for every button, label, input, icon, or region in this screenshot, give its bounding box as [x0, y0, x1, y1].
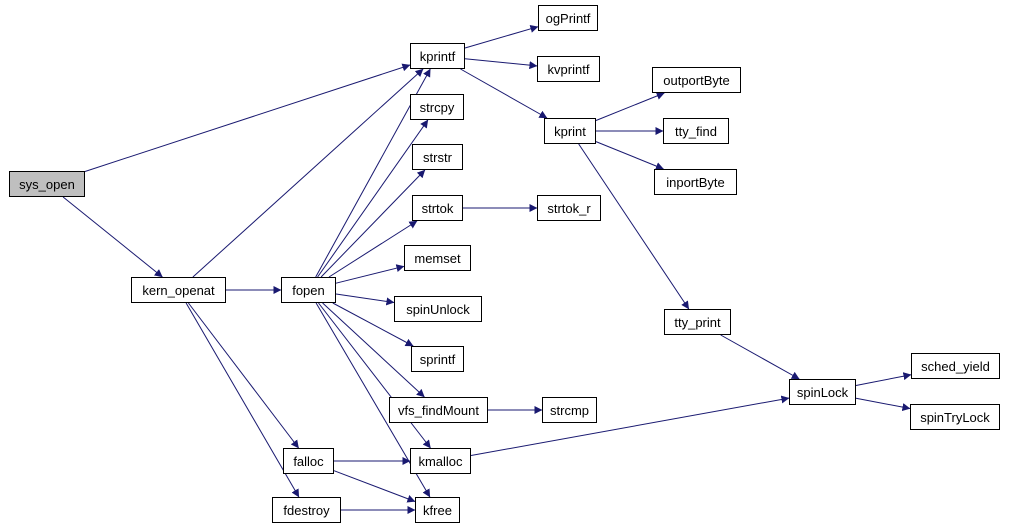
node-strstr[interactable]: strstr — [412, 144, 463, 170]
node-spinTryLock[interactable]: spinTryLock — [910, 404, 1000, 430]
node-kern_openat[interactable]: kern_openat — [131, 277, 226, 303]
edge-fopen-strtok — [328, 220, 418, 278]
edge-sys_open-kern_openat — [62, 196, 163, 278]
node-fopen[interactable]: fopen — [281, 277, 336, 303]
edge-kprint-tty_print — [578, 143, 690, 310]
edge-group — [62, 24, 912, 514]
edge-fopen-vfs_findMount — [322, 302, 425, 398]
node-fdestroy[interactable]: fdestroy — [272, 497, 341, 523]
edge-kprintf-kprint — [460, 68, 548, 119]
edge-fopen-memset — [335, 264, 405, 284]
edge-fopen-strstr — [320, 169, 426, 278]
node-sched_yield[interactable]: sched_yield — [911, 353, 1000, 379]
node-sprintf[interactable]: sprintf — [411, 346, 464, 372]
node-ogPrintf[interactable]: ogPrintf — [538, 5, 598, 31]
node-strcmp[interactable]: strcmp — [542, 397, 597, 423]
node-outportByte[interactable]: outportByte — [652, 67, 741, 93]
node-strcpy[interactable]: strcpy — [410, 94, 464, 120]
node-falloc[interactable]: falloc — [283, 448, 334, 474]
node-tty_find[interactable]: tty_find — [663, 118, 729, 144]
edge-fopen-kmalloc — [318, 302, 431, 449]
node-spinUnlock[interactable]: spinUnlock — [394, 296, 482, 322]
edge-kprintf-ogPrintf — [464, 24, 539, 49]
edge-fopen-strcpy — [317, 119, 429, 278]
node-memset[interactable]: memset — [404, 245, 471, 271]
node-inportByte[interactable]: inportByte — [654, 169, 737, 195]
edge-falloc-kfree — [333, 470, 416, 503]
node-kprint[interactable]: kprint — [544, 118, 596, 144]
edge-kmalloc-spinLock — [470, 395, 790, 456]
edge-fopen-spinUnlock — [335, 293, 395, 306]
edge-kern_openat-fdestroy — [185, 302, 300, 498]
edge-tty_print-spinLock — [720, 334, 800, 380]
node-vfs_findMount[interactable]: vfs_findMount — [389, 397, 488, 423]
node-kfree[interactable]: kfree — [415, 497, 460, 523]
edge-spinLock-sched_yield — [855, 372, 912, 386]
node-spinLock[interactable]: spinLock — [789, 379, 856, 405]
edge-kprint-inportByte — [595, 141, 664, 170]
edge-sys_open-kprintf — [84, 63, 411, 172]
node-strtok_r[interactable]: strtok_r — [537, 195, 601, 221]
node-kmalloc[interactable]: kmalloc — [410, 448, 471, 474]
edge-kern_openat-kprintf — [192, 68, 424, 278]
node-tty_print[interactable]: tty_print — [664, 309, 731, 335]
edge-kprintf-kvprintf — [464, 58, 538, 70]
node-strtok[interactable]: strtok — [412, 195, 463, 221]
edge-kern_openat-falloc — [188, 302, 299, 449]
node-sys_open[interactable]: sys_open — [9, 171, 85, 197]
node-kvprintf[interactable]: kvprintf — [537, 56, 600, 82]
node-kprintf[interactable]: kprintf — [410, 43, 465, 69]
edge-fopen-sprintf — [332, 302, 414, 347]
edge-kprint-outportByte — [595, 92, 665, 121]
edge-spinLock-spinTryLock — [855, 397, 911, 412]
